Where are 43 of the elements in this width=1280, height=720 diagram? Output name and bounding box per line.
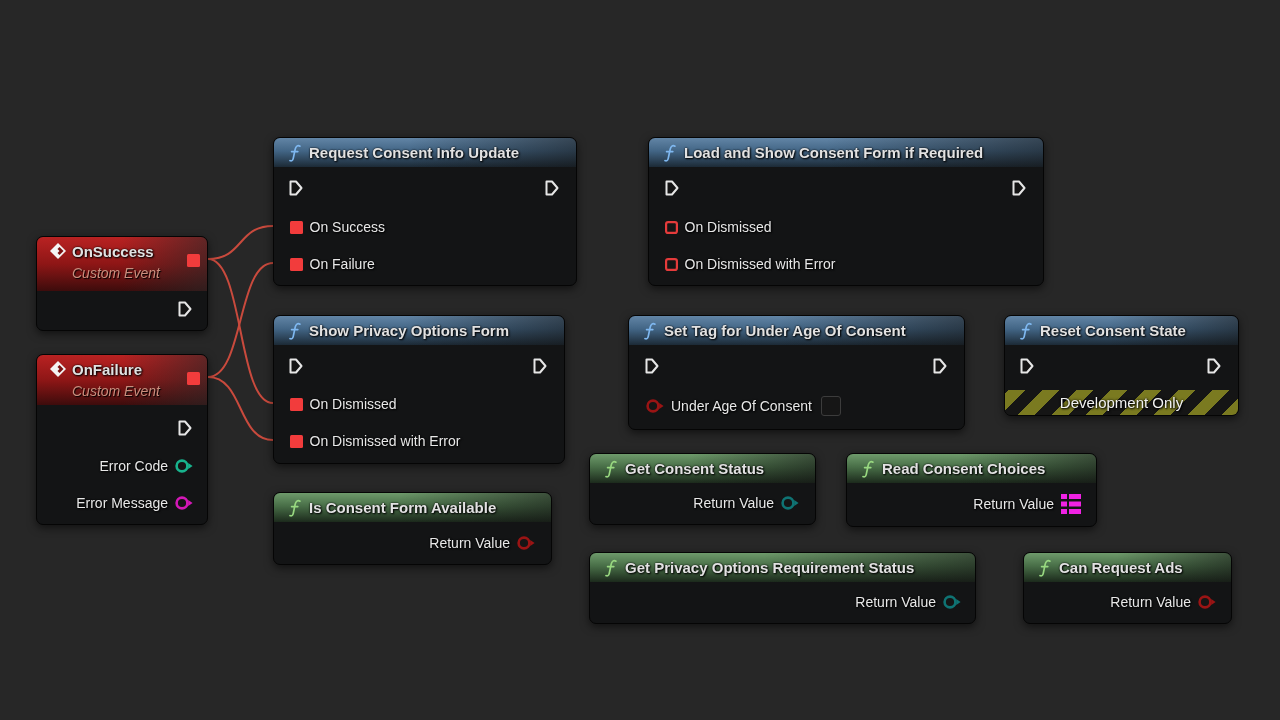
pin-label: Return Value <box>973 495 1054 513</box>
function-node <box>273 137 577 286</box>
function-node <box>273 315 565 464</box>
node-subtitle: Custom Event <box>72 265 160 282</box>
pure-function-node <box>846 453 1097 527</box>
pin-label: On Success <box>309 218 385 236</box>
pin-label: Return Value <box>429 534 510 552</box>
node-title: Get Privacy Options Requirement Status <box>625 559 915 577</box>
pure-function-node <box>1023 552 1232 624</box>
pin-label: On Failure <box>309 255 375 273</box>
pin-label: On Dismissed with Error <box>684 255 836 273</box>
pin-label: On Dismissed <box>684 218 772 236</box>
event-node <box>36 236 208 331</box>
node-title: Reset Consent State <box>1040 322 1186 340</box>
node-title: OnFailure <box>72 361 142 379</box>
pin-label: Under Age Of Consent <box>671 397 812 415</box>
node-title: Get Consent Status <box>625 460 765 478</box>
pin-label: Return Value <box>855 593 936 611</box>
node-title: Load and Show Consent Form if Required <box>684 144 984 162</box>
node-title: Can Request Ads <box>1059 559 1183 577</box>
function-node <box>1004 315 1239 416</box>
event-node <box>36 354 208 525</box>
function-node <box>648 137 1044 286</box>
node-title: Show Privacy Options Form <box>309 322 510 340</box>
wire <box>207 258 274 404</box>
pin-label: On Dismissed <box>309 395 397 413</box>
pin-label: On Dismissed with Error <box>309 432 461 450</box>
wire <box>207 376 274 441</box>
pure-function-node <box>589 552 976 624</box>
node-title: Request Consent Info Update <box>309 144 519 162</box>
pin-label: Error Code <box>99 457 168 475</box>
node-title: Is Consent Form Available <box>309 499 497 517</box>
striped-banner: Development Only <box>1005 390 1238 415</box>
pin-label: Return Value <box>1110 593 1191 611</box>
pin-label: Error Message <box>76 494 168 512</box>
pure-function-node <box>589 453 816 525</box>
node-title: Read Consent Choices <box>882 460 1046 478</box>
pin-label: Return Value <box>693 494 774 512</box>
node-title: OnSuccess <box>72 243 154 261</box>
node-title: Set Tag for Under Age Of Consent <box>664 322 906 340</box>
function-node <box>628 315 965 430</box>
pure-function-node <box>273 492 552 565</box>
node-subtitle: Custom Event <box>72 383 160 400</box>
